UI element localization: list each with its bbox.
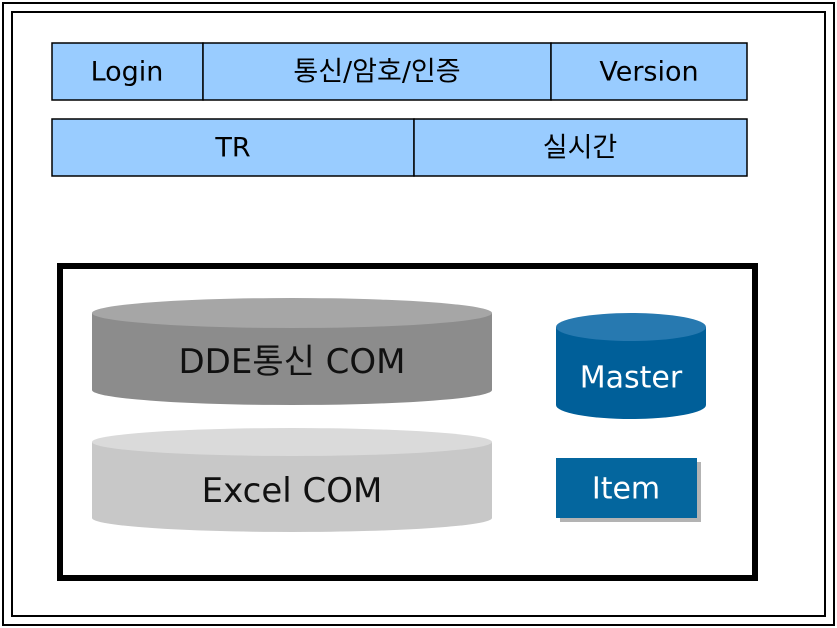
dde-com-cylinder: DDE통신 COM <box>92 298 492 405</box>
outer-frame-inner <box>11 11 826 617</box>
second-row: TR 실시간 <box>51 118 748 177</box>
excel-com-label: Excel COM <box>202 471 383 511</box>
tr-cell <box>51 118 415 177</box>
comm-cell <box>202 42 552 101</box>
excel-com-cylinder: Excel COM <box>92 428 492 532</box>
login-label: Login <box>91 57 164 88</box>
master-label: Master <box>580 361 683 396</box>
tr-label: TR <box>214 133 250 164</box>
login-cell <box>51 42 204 101</box>
dde-com-label: DDE통신 COM <box>178 342 405 382</box>
master-cylinder-top <box>556 313 706 341</box>
item-box-face <box>556 458 697 518</box>
comm-label: 통신/암호/인증 <box>293 57 460 88</box>
master-cylinder-body <box>556 327 706 419</box>
dde-cylinder-top <box>92 298 492 328</box>
components-box <box>57 263 758 581</box>
dde-cylinder-body <box>92 313 492 405</box>
realtime-label: 실시간 <box>543 133 618 164</box>
excel-cylinder-top <box>92 428 492 456</box>
realtime-cell <box>413 118 748 177</box>
version-label: Version <box>599 57 698 88</box>
item-box: Item <box>556 458 701 522</box>
master-cylinder: Master <box>556 313 706 419</box>
item-label: Item <box>592 472 660 507</box>
version-cell <box>550 42 748 101</box>
excel-cylinder-body <box>92 442 492 532</box>
top-row: Login 통신/암호/인증 Version <box>51 42 748 101</box>
